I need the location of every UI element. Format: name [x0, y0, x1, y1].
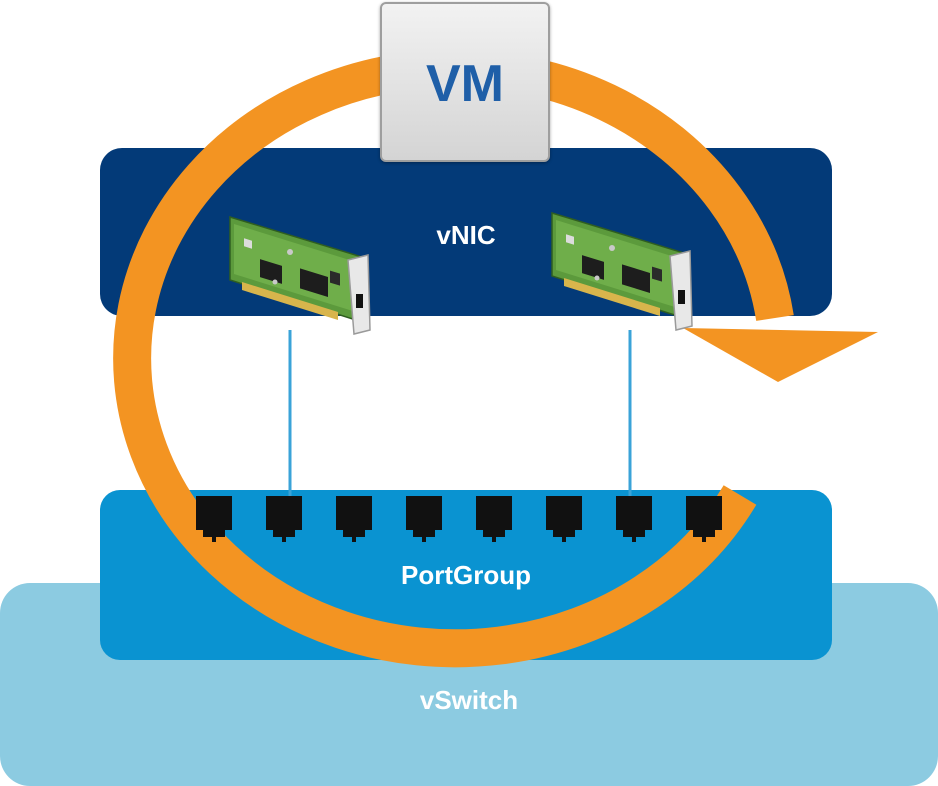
network-card-icon: [551, 212, 693, 331]
ethernet-port-icon: [616, 496, 652, 542]
portgroup-label: PortGroup: [401, 560, 531, 590]
ethernet-port-icon: [336, 496, 372, 542]
vm-box: VM: [380, 2, 550, 162]
ethernet-port-icon: [406, 496, 442, 542]
cycle-arrow-icon: [113, 49, 794, 668]
port-row: [196, 496, 722, 542]
vnic-label: vNIC: [436, 220, 496, 250]
vswitch-label: vSwitch: [419, 685, 519, 715]
ethernet-port-icon: [266, 496, 302, 542]
network-card-icon: [229, 216, 371, 335]
ethernet-port-icon: [546, 496, 582, 542]
ethernet-port-icon: [476, 496, 512, 542]
vm-label: VM: [426, 55, 504, 113]
cycle-arrowhead-icon: [683, 328, 878, 382]
